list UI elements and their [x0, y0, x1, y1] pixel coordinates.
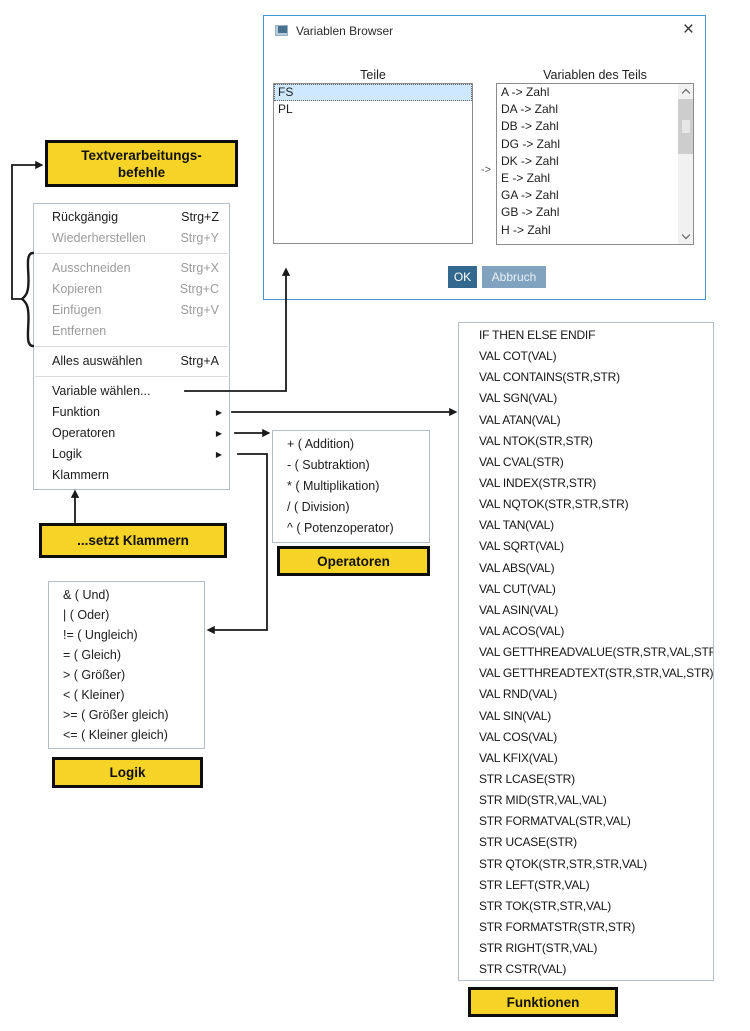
list-item[interactable]: H -> Zahl	[501, 222, 551, 237]
function-item[interactable]: STR QTOK(STR,STR,STR,VAL)	[479, 856, 647, 871]
list-item[interactable]: GA -> Zahl	[501, 188, 559, 203]
menu-item[interactable]: Entfernen ▶	[52, 324, 107, 338]
function-item[interactable]: VAL GETTHREADTEXT(STR,STR,VAL,STR)	[479, 666, 714, 681]
list-item[interactable]: GB -> Zahl	[501, 205, 560, 220]
function-item[interactable]: VAL ACOS(VAL)	[479, 623, 565, 638]
function-item[interactable]: VAL COS(VAL)	[479, 729, 558, 744]
function-item[interactable]: VAL ASIN(VAL)	[479, 602, 559, 617]
list-item[interactable]: FS	[274, 84, 472, 102]
submenu-arrow-icon: ▶	[215, 429, 222, 438]
menu-item[interactable]: * ( Multiplikation)	[287, 479, 380, 493]
context-menu: Rückgängig Strg+Z ▶ Wiederherstellen Str…	[33, 203, 230, 490]
list-item[interactable]: DG -> Zahl	[501, 136, 561, 151]
label-setzt-klammern: ...setzt Klammern	[39, 523, 227, 558]
teile-list[interactable]: FS PL	[273, 83, 473, 244]
menu-item[interactable]: <= ( Kleiner gleich)	[63, 728, 168, 742]
function-item[interactable]: VAL RND(VAL)	[479, 687, 558, 702]
menu-item[interactable]: & ( Und)	[63, 588, 110, 602]
scroll-down-icon[interactable]	[678, 229, 693, 244]
variablen-browser-dialog: Variablen Browser × Teile Variablen des …	[263, 15, 706, 300]
operators-submenu: + ( Addition) - ( Subtraktion) * ( Multi…	[272, 430, 430, 543]
function-item[interactable]: VAL SIN(VAL)	[479, 708, 552, 723]
menu-item[interactable]: / ( Division)	[287, 500, 350, 514]
menu-item[interactable]: Logik ▶	[34, 444, 229, 465]
menu-item[interactable]: ▶	[35, 376, 228, 377]
function-item[interactable]: STR LEFT(STR,VAL)	[479, 877, 590, 892]
menu-item[interactable]: | ( Oder)	[63, 608, 110, 622]
label-operatoren: Operatoren	[277, 546, 430, 576]
window-icon	[275, 25, 288, 36]
function-item[interactable]: STR LCASE(STR)	[479, 771, 575, 786]
menu-item[interactable]: Alles auswählen Strg+A ▶	[52, 354, 219, 368]
list-item[interactable]: DB -> Zahl	[501, 119, 559, 134]
function-item[interactable]: VAL CONTAINS(STR,STR)	[479, 370, 620, 385]
menu-item[interactable]: < ( Kleiner)	[63, 688, 125, 702]
function-item[interactable]: VAL CVAL(STR)	[479, 454, 564, 469]
variablen-header: Variablen des Teils	[543, 68, 647, 82]
function-item[interactable]: VAL ABS(VAL)	[479, 560, 555, 575]
function-item[interactable]: STR RIGHT(STR,VAL)	[479, 941, 598, 956]
scroll-up-icon[interactable]	[678, 84, 693, 99]
function-item[interactable]: VAL COT(VAL)	[479, 349, 557, 364]
cancel-button[interactable]: Abbruch	[482, 266, 546, 288]
function-item[interactable]: STR MID(STR,VAL,VAL)	[479, 793, 607, 808]
label-logik: Logik	[52, 757, 203, 788]
function-item[interactable]: VAL NTOK(STR,STR)	[479, 433, 593, 448]
menu-item[interactable]: ▶	[35, 253, 228, 254]
menu-item[interactable]: Klammern ▶	[52, 468, 109, 482]
menu-item[interactable]: Einfügen Strg+V ▶	[52, 303, 219, 317]
menu-item[interactable]: - ( Subtraktion)	[287, 458, 370, 472]
menu-item[interactable]: >= ( Größer gleich)	[63, 708, 169, 722]
menu-item[interactable]: Kopieren Strg+C ▶	[52, 282, 219, 296]
function-item[interactable]: VAL SGN(VAL)	[479, 391, 558, 406]
menu-item[interactable]: Funktion ▶	[34, 402, 229, 423]
function-item[interactable]: VAL TAN(VAL)	[479, 518, 554, 533]
label-textverarbeitungsbefehle: Textverarbeitungs- befehle	[45, 140, 238, 187]
list-item[interactable]: A -> Zahl	[501, 85, 550, 99]
function-item[interactable]: STR UCASE(STR)	[479, 835, 577, 850]
ok-button[interactable]: OK	[448, 266, 477, 288]
menu-item[interactable]: ▶	[35, 346, 228, 347]
menu-item[interactable]: + ( Addition)	[287, 437, 355, 451]
submenu-arrow-icon: ▶	[215, 408, 222, 417]
function-item[interactable]: VAL INDEX(STR,STR)	[479, 475, 597, 490]
list-item[interactable]: DA -> Zahl	[501, 102, 559, 117]
function-item[interactable]: VAL NQTOK(STR,STR,STR)	[479, 497, 629, 512]
menu-item[interactable]: Variable wählen... ▶	[52, 384, 151, 398]
dialog-title: Variablen Browser	[296, 24, 394, 38]
function-item[interactable]: VAL GETTHREADVALUE(STR,STR,VAL,STR)	[479, 645, 714, 660]
function-item[interactable]: STR FORMATSTR(STR,STR)	[479, 919, 636, 934]
close-icon[interactable]: ×	[682, 19, 694, 40]
menu-item[interactable]: = ( Gleich)	[63, 648, 122, 662]
variablen-list[interactable]: A -> Zahl DA -> Zahl DB -> Zahl DG -> Za…	[496, 83, 694, 245]
function-item[interactable]: STR TOK(STR,STR,VAL)	[479, 898, 612, 913]
menu-item[interactable]: ^ ( Potenzoperator)	[287, 521, 394, 535]
function-item[interactable]: IF THEN ELSE ENDIF	[479, 328, 596, 342]
transfer-arrow-label: ->	[480, 164, 492, 176]
menu-item[interactable]: > ( Größer)	[63, 668, 126, 682]
submenu-arrow-icon: ▶	[215, 450, 222, 459]
dialog-titlebar[interactable]: Variablen Browser ×	[264, 16, 705, 46]
function-item[interactable]: STR CSTR(VAL)	[479, 962, 567, 977]
list-item[interactable]: E -> Zahl	[501, 170, 551, 185]
function-item[interactable]: VAL KFIX(VAL)	[479, 750, 558, 765]
function-item[interactable]: VAL CUT(VAL)	[479, 581, 556, 596]
list-item[interactable]: PL	[278, 102, 293, 117]
list-item[interactable]: DK -> Zahl	[501, 153, 559, 168]
menu-item[interactable]: Operatoren ▶	[34, 423, 229, 444]
function-item[interactable]: STR FORMATVAL(STR,VAL)	[479, 814, 631, 829]
menu-item[interactable]: Ausschneiden Strg+X ▶	[52, 261, 219, 275]
menu-item[interactable]: Wiederherstellen Strg+Y ▶	[52, 231, 219, 245]
label-funktionen: Funktionen	[468, 987, 618, 1017]
scrollbar[interactable]	[678, 84, 693, 244]
menu-item[interactable]: Rückgängig Strg+Z ▶	[52, 210, 219, 224]
function-item[interactable]: VAL SQRT(VAL)	[479, 539, 564, 554]
teile-header: Teile	[360, 68, 386, 82]
logic-submenu: & ( Und) | ( Oder) != ( Ungleich) = ( Gl…	[48, 581, 205, 749]
function-item[interactable]: VAL ATAN(VAL)	[479, 412, 561, 427]
functions-list: IF THEN ELSE ENDIF VAL COT(VAL) VAL CONT…	[458, 322, 714, 981]
menu-item[interactable]: != ( Ungleich)	[63, 628, 138, 642]
scrollbar-thumb[interactable]	[678, 99, 693, 154]
